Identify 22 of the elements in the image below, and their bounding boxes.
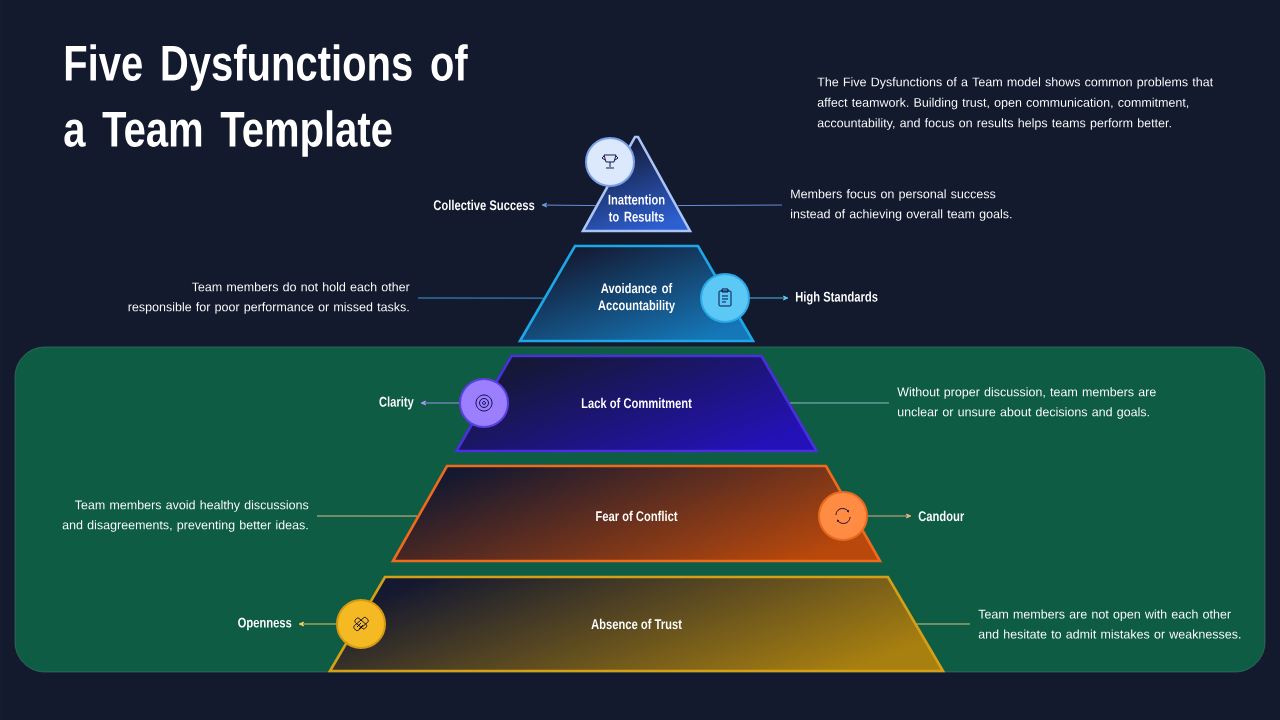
leader-line xyxy=(316,515,418,517)
arrow xyxy=(298,621,337,627)
arrow xyxy=(420,400,460,406)
outcome-label: Openness xyxy=(238,617,292,631)
description-text: Without proper discussion, team members are unclear or unsure about decisions and goals. xyxy=(897,387,1156,419)
outcome-label: Collective Success xyxy=(433,199,535,211)
description-text: Team members avoid healthy discussions and disagreements, preventing better ideas. xyxy=(62,500,309,532)
intro-text: The Five Dysfunctions of a Team model shows common problems that affect teamwork. Building trust, open communication, commitment, accountability, and focus on results helps teams perform better. xyxy=(817,77,1214,130)
arrow xyxy=(541,202,597,208)
leader-line xyxy=(789,402,890,404)
arrow xyxy=(749,295,789,301)
leader-line xyxy=(676,204,783,206)
outcome-label: Clarity xyxy=(379,396,414,410)
leader-line xyxy=(417,297,544,299)
outcome-label: High Standards xyxy=(795,291,878,305)
description-text: Members focus on personal success instead of achieving overall team goals. xyxy=(791,189,1012,221)
outcome-label: Candour xyxy=(918,510,965,522)
title: Five Dysfunctions of a Team Template xyxy=(64,44,468,157)
description-text: Team members are not open with each other and hesitate to admit mistakes or weaknesses. xyxy=(978,609,1241,639)
arrow xyxy=(867,513,912,519)
leader-line xyxy=(916,623,971,625)
description-text: Team members do not hold each other responsible for poor performance or missed tasks. xyxy=(128,282,410,314)
